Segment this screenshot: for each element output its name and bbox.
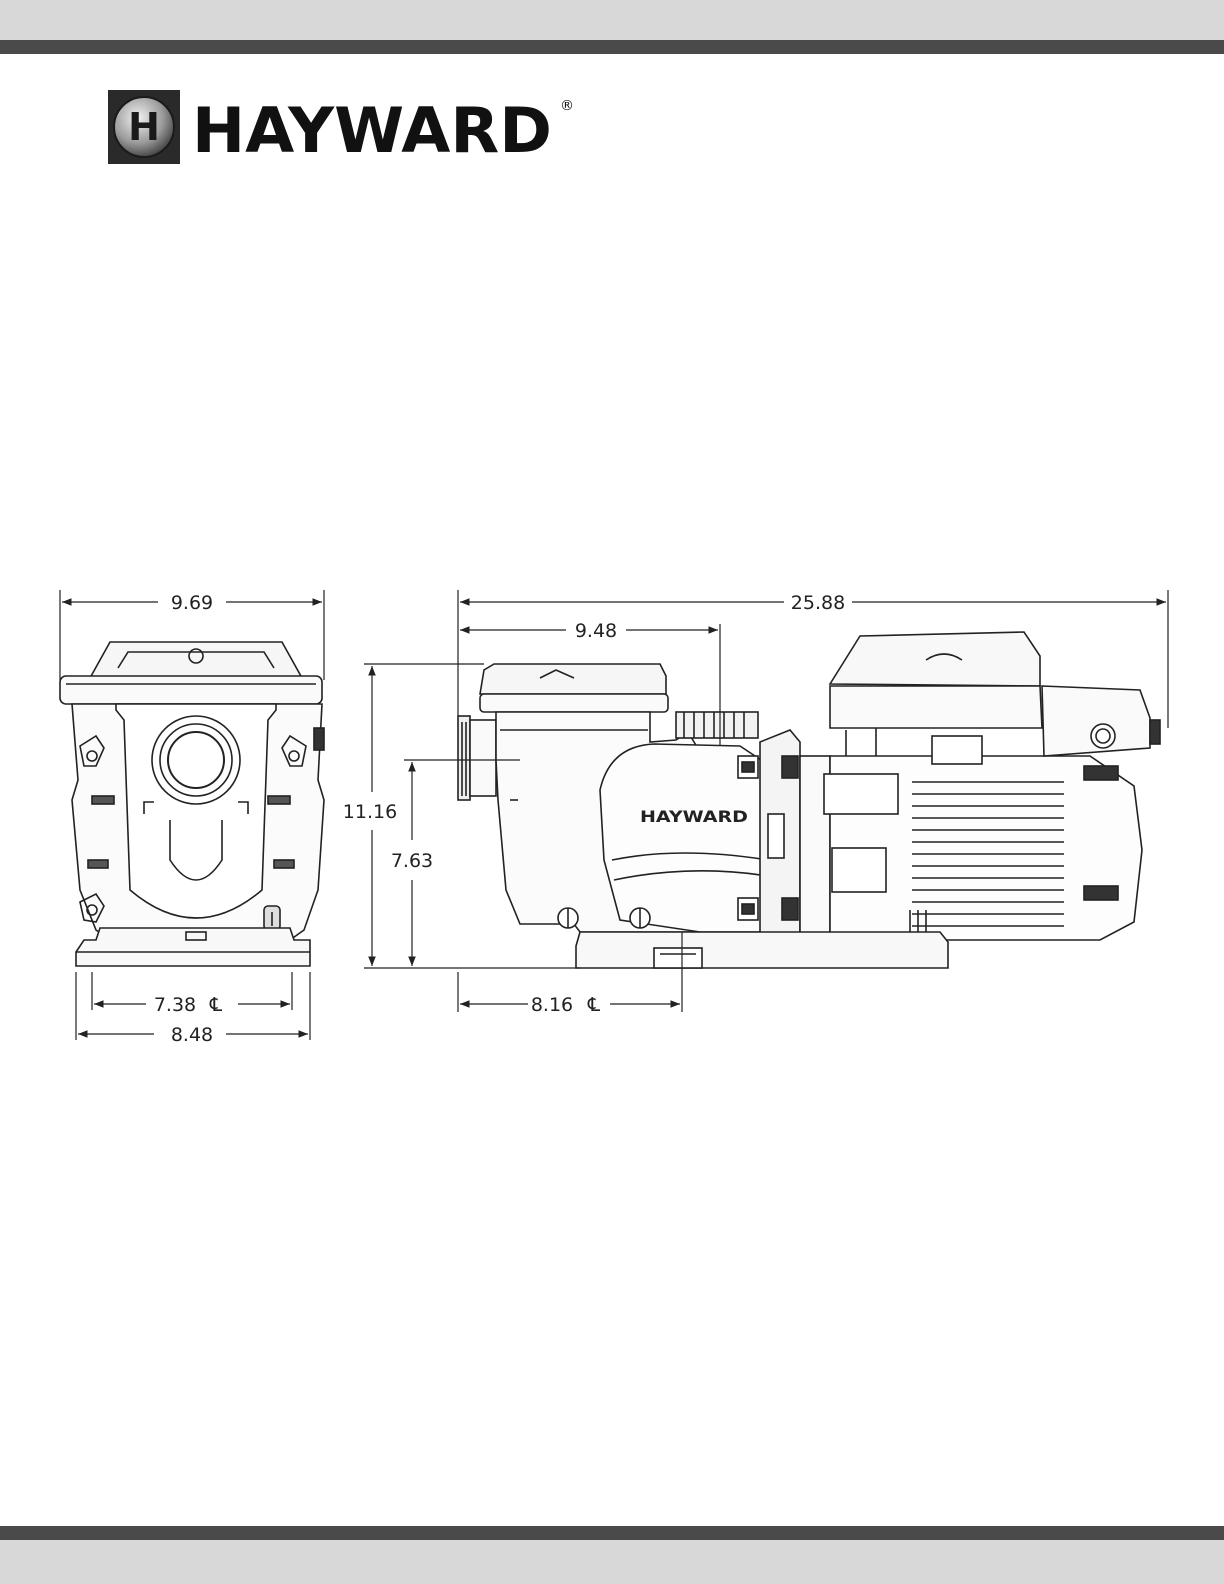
dim-front-base-width: 8.48 [171, 1024, 213, 1046]
header-band [0, 0, 1224, 40]
dim-inlet-height: 7.63 [391, 850, 433, 872]
dim-overall-length: 25.88 [791, 592, 845, 614]
hayward-logo: H HAYWARD ® [108, 88, 578, 168]
side-view [458, 632, 1160, 968]
header-bar [0, 40, 1224, 54]
registered-mark: ® [560, 98, 574, 114]
dim-inlet-to-foot: 8.16 [531, 994, 573, 1016]
footer-bar [0, 1526, 1224, 1540]
dim-overall-height: 11.16 [343, 801, 397, 823]
dim-inlet-to-strainer: 9.48 [575, 620, 617, 642]
centerline-symbol: ℄ [209, 994, 223, 1016]
logo-mark: H [128, 105, 160, 149]
brand-name: HAYWARD [192, 94, 552, 167]
centerline-symbol: ℄ [587, 994, 601, 1016]
pump-dimension-drawing: 9.69 7.38 ℄ 8.48 [0, 560, 1224, 1080]
pump-body-brand-name: HAYWARD [640, 807, 748, 826]
dim-front-base-centerline: 7.38 [154, 994, 196, 1016]
front-view [60, 642, 324, 966]
footer-band [0, 1540, 1224, 1584]
dim-front-width: 9.69 [171, 592, 213, 614]
